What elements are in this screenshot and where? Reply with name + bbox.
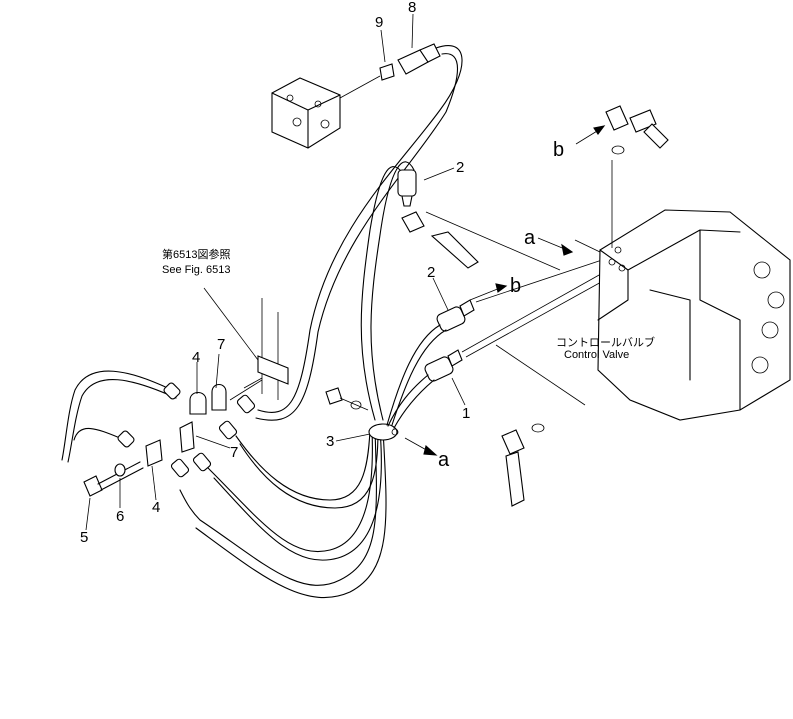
bolt-mid [325,387,369,411]
valve-block [271,77,341,149]
clamp-4-bottom [145,439,163,467]
control-valve [597,209,791,421]
arrows [404,125,606,456]
callout-3: 3 [326,433,334,450]
callout-5: 5 [80,529,88,546]
callout-9: 9 [375,14,383,31]
ref-b-mid: b [510,275,521,297]
callout-7-bottom: 7 [230,444,238,461]
ref-a-bottom: a [438,449,450,471]
fitting-elbow-lower [501,423,545,507]
clamp-3 [368,423,399,441]
hose-ends [170,394,256,478]
bolt-5 [83,461,144,497]
clamp-4-top [189,391,207,415]
callout-8: 8 [408,0,416,16]
ref-a-top: a [524,227,536,249]
callout-6: 6 [116,508,124,525]
hose-fitting-8 [397,43,441,75]
callout-7-top: 7 [217,336,225,353]
callout-4-bottom: 4 [152,499,160,516]
pressure-switch-2-mid [436,299,475,332]
clamp-7-top [211,383,227,411]
reference-jp: 第6513図参照 [162,247,230,261]
fitting-9 [339,63,395,99]
valve-label-jp: コントロールバルブ [556,335,655,349]
washer-6 [114,463,126,477]
bracket-6513 [229,298,289,401]
callout-2-mid: 2 [427,264,435,281]
fitting-b-top [605,105,669,155]
hose-8 [257,45,463,413]
pressure-switch-1 [424,349,463,382]
ref-b-top: b [553,139,564,161]
callout-1: 1 [462,405,470,422]
callout-2-top: 2 [456,159,464,176]
clamp-7-bottom [179,421,195,453]
reference-en: See Fig. 6513 [162,264,231,276]
leaders [85,13,466,531]
callout-4-top: 4 [192,349,200,366]
fitting-elbow-upper [401,211,479,269]
pressure-switch-2-top [397,169,417,207]
valve-label-en: Control Valve [564,349,629,361]
